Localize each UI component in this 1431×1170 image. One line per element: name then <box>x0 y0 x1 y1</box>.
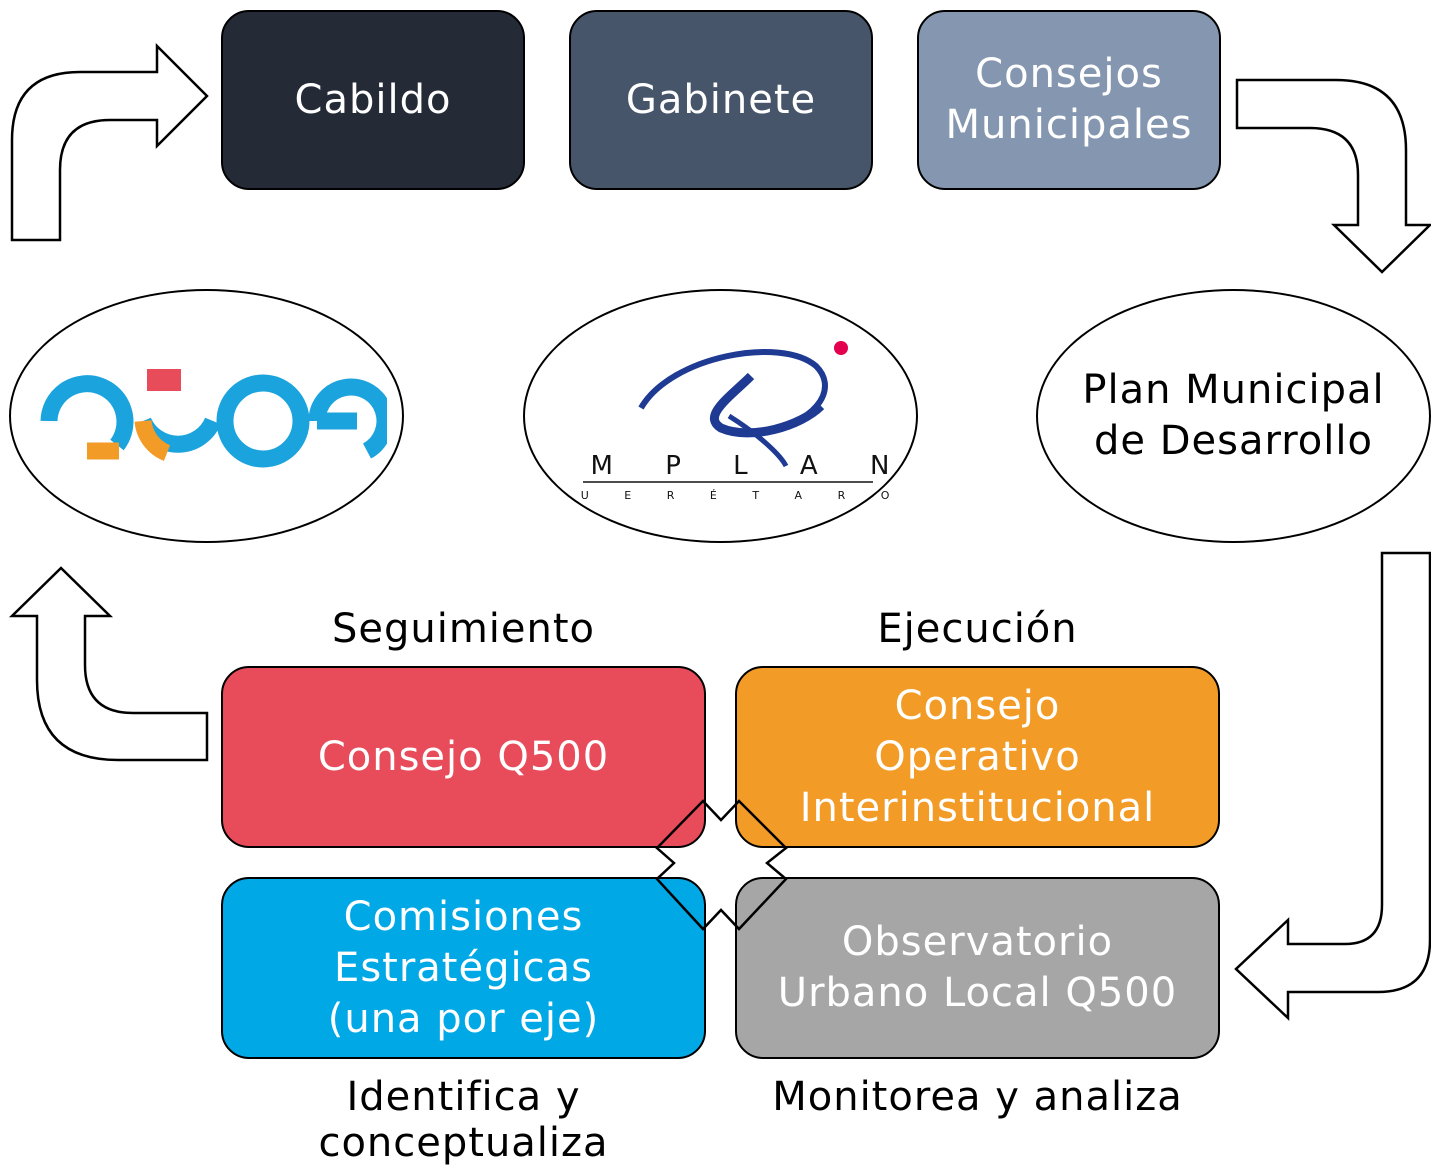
plan-line2: de Desarrollo <box>1094 418 1373 464</box>
comisiones-line2: Estratégicas <box>334 944 593 991</box>
consejos-municipales-box: Consejos Municipales <box>917 10 1221 190</box>
implan-logo-ellipse: I M P L A N Q U E R É T A R O <box>523 289 918 543</box>
q500-logo-five-tail <box>134 419 171 461</box>
consejo-operativo-line3: Interinstitucional <box>799 784 1156 831</box>
monitorea-text: Monitorea y analiza <box>772 1074 1183 1120</box>
consejo-operativo-box: Consejo Operativo Interinstitucional <box>735 666 1220 848</box>
identifica-caption: Identifica y conceptualiza <box>221 1074 706 1166</box>
consejos-line1: Consejos <box>975 51 1163 97</box>
plan-line1: Plan Municipal <box>1082 367 1385 413</box>
implan-logo: I M P L A N Q U E R É T A R O <box>551 341 891 502</box>
implan-logo-dot <box>833 341 848 355</box>
gabinete-label: Gabinete <box>625 76 817 123</box>
consejo-q500-box: Consejo Q500 <box>221 666 706 848</box>
implan-logo-city: Q U E R É T A R O <box>551 489 891 502</box>
comisiones-line3: (una por eje) <box>327 995 600 1042</box>
q500-logo-zero-2 <box>308 378 387 459</box>
curved-arrow-left-up-icon <box>8 566 209 762</box>
plan-municipal-ellipse: Plan Municipal de Desarrollo <box>1036 289 1431 543</box>
observatorio-box: Observatorio Urbano Local Q500 <box>735 877 1220 1059</box>
ejecucion-text: Ejecución <box>877 606 1078 652</box>
q500-logo-five-top <box>146 369 181 391</box>
identifica-line2: conceptualiza <box>318 1120 609 1166</box>
consejo-operativo-line1: Consejo <box>894 682 1061 729</box>
q500-logo-q-ring <box>40 375 133 451</box>
comisiones-box: Comisiones Estratégicas (una por eje) <box>221 877 706 1059</box>
q500-logo-ellipse <box>9 289 404 543</box>
ejecucion-caption: Ejecución <box>735 606 1220 652</box>
cabildo-box: Cabildo <box>221 10 525 190</box>
comisiones-line1: Comisiones <box>343 893 584 940</box>
consejo-q500-label: Consejo Q500 <box>317 733 610 780</box>
implan-logo-swoosh-loop <box>709 372 824 438</box>
implan-logo-swoosh-tail <box>727 413 788 468</box>
cross-outline-icon <box>655 799 788 931</box>
observatorio-line1: Observatorio <box>841 919 1114 965</box>
q500-logo <box>40 369 387 468</box>
curved-arrow-down-left-icon <box>1234 551 1431 1021</box>
seguimiento-caption: Seguimiento <box>221 606 706 652</box>
q500-logo-zero-1 <box>216 374 310 468</box>
cabildo-label: Cabildo <box>294 76 452 123</box>
seguimiento-text: Seguimiento <box>331 606 596 652</box>
curved-arrow-right-down-icon <box>1235 78 1431 274</box>
consejos-line2: Municipales <box>945 102 1193 148</box>
consejo-operativo-line2: Operativo <box>874 733 1081 780</box>
observatorio-line2: Urbano Local Q500 <box>777 970 1178 1016</box>
identifica-line1: Identifica y <box>346 1074 581 1120</box>
implan-logo-word: I M P L A N <box>551 451 891 481</box>
gabinete-box: Gabinete <box>569 10 873 190</box>
curved-arrow-up-right-icon <box>10 42 209 242</box>
monitorea-caption: Monitorea y analiza <box>735 1074 1220 1120</box>
